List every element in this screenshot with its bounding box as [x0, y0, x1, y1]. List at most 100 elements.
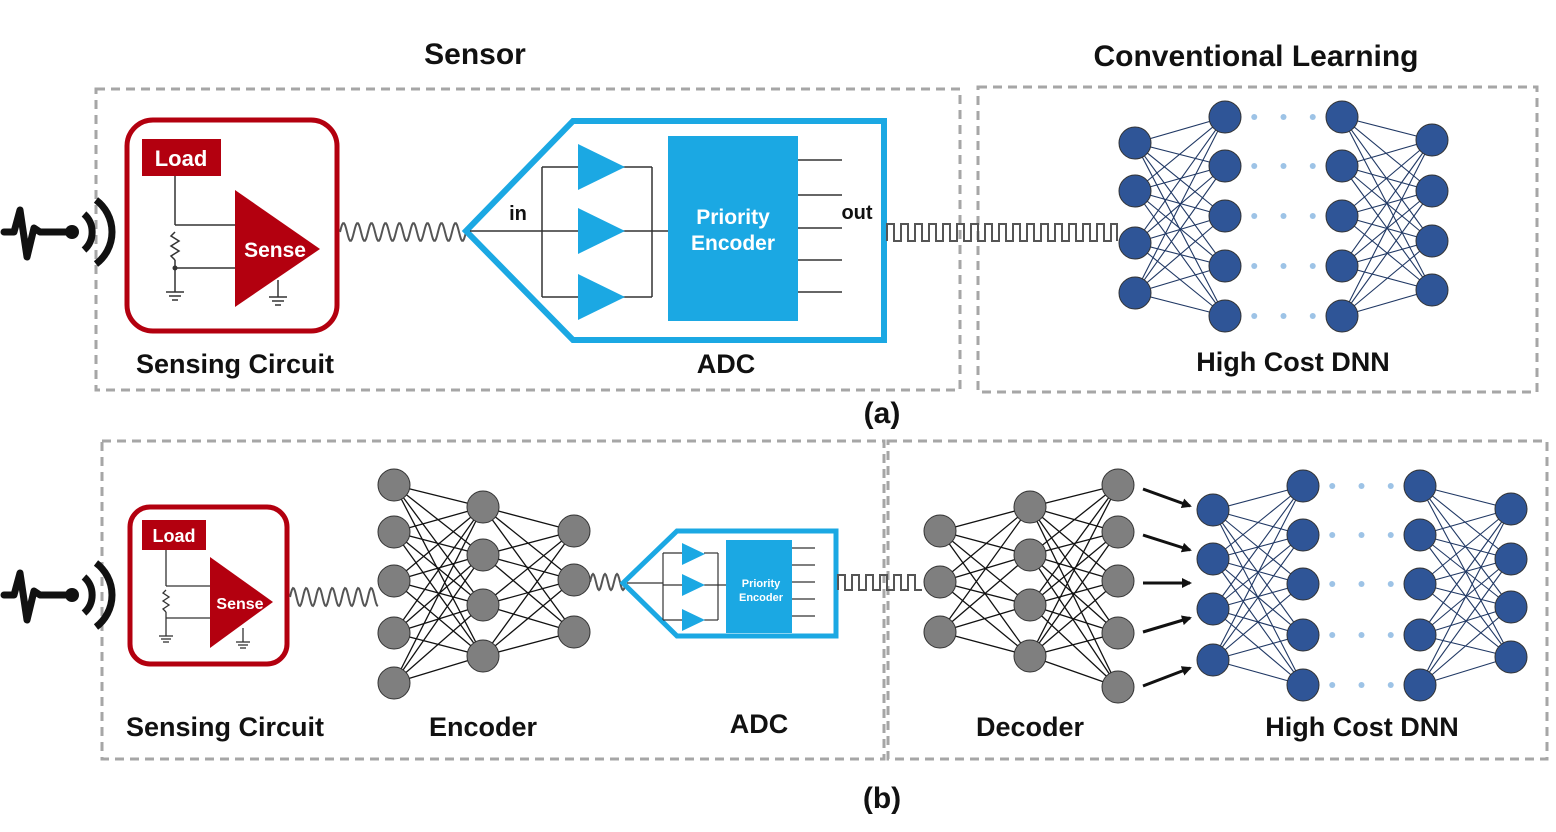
dnn-node [1403, 469, 1437, 503]
dnn-node [1325, 100, 1359, 134]
dnn-node [1208, 199, 1242, 233]
decoder-node [1013, 588, 1047, 622]
dnn-node [1415, 174, 1449, 208]
dnn-node [1118, 226, 1152, 260]
sensing-circuit-label: Sensing Circuit [126, 712, 324, 742]
ellipsis-dot [1309, 313, 1316, 319]
encoder-network [377, 468, 591, 700]
dnn-node [1208, 249, 1242, 283]
ellipsis-dot [1309, 163, 1316, 169]
ellipsis-dot [1387, 483, 1394, 489]
decoder-edge [939, 554, 1031, 633]
encoder-edge [393, 554, 484, 684]
dnn-node [1494, 542, 1528, 576]
sense-wiring [159, 550, 250, 649]
encoder-node [466, 639, 500, 673]
sensor-box [100, 439, 886, 761]
encoder-node [466, 490, 500, 524]
decoder-edge [939, 506, 1031, 583]
ellipsis-dot [1358, 532, 1365, 538]
dnn-node [1196, 493, 1230, 527]
dnn-edge [1341, 240, 1433, 317]
ellipsis-dot [1251, 263, 1258, 269]
priority-encoder-label-2: Encoder [739, 592, 784, 604]
dnn-node [1196, 542, 1230, 576]
dnn-edge [1212, 485, 1304, 610]
decoder-node [1101, 670, 1135, 704]
comparator-3 [578, 274, 625, 320]
ellipsis-dot [1280, 114, 1287, 120]
dnn-node [1415, 224, 1449, 258]
dnn-node [1494, 590, 1528, 624]
adc-wiring [470, 159, 842, 298]
dnn-node [1286, 518, 1320, 552]
adc-label: ADC [697, 349, 756, 379]
ellipsis-dot [1387, 682, 1394, 688]
dnn-node [1286, 668, 1320, 702]
ellipsis-dot [1309, 114, 1316, 120]
panel-b: Load Sense Sensing Circuit Encoder [0, 439, 1549, 815]
dnn-node [1403, 518, 1437, 552]
load-block [142, 520, 206, 550]
adc-block: Priority Encoder in out [461, 118, 887, 343]
priority-encoder-label: Priority [742, 578, 781, 590]
dnn-edge [1134, 165, 1226, 294]
dnn-edge [1341, 116, 1433, 192]
ellipsis-dot [1358, 483, 1365, 489]
encoder-node [466, 538, 500, 572]
sensing-circuit: Load Sense [124, 117, 340, 334]
decoder-node [923, 615, 957, 649]
decoder-node [1101, 564, 1135, 598]
decoder-edge [1029, 484, 1119, 556]
decoder-label: Decoder [976, 712, 1085, 742]
comparator-1 [578, 144, 625, 190]
comparator-1 [682, 543, 705, 565]
ellipsis-dot [1309, 263, 1316, 269]
dnn-node [1325, 149, 1359, 183]
ellipsis-dot [1280, 163, 1287, 169]
encoder-node [557, 563, 591, 597]
dnn-edge [1212, 583, 1304, 661]
dnn-edge [1419, 508, 1512, 686]
encoder-edge [393, 484, 484, 606]
dnn-node [1118, 276, 1152, 310]
ellipsis-dot [1251, 213, 1258, 219]
encoder-node [557, 514, 591, 548]
dnn-edge [1341, 190, 1433, 317]
dnn-node [1415, 123, 1449, 157]
ellipsis-dot [1387, 532, 1394, 538]
load-block [142, 139, 221, 176]
sensing-circuit-label: Sensing Circuit [136, 349, 334, 379]
dnn-edge [1419, 558, 1512, 686]
encoder-node [557, 615, 591, 649]
dnn-edge [1212, 485, 1304, 560]
encoder-edge [393, 604, 484, 684]
dnn-node [1494, 492, 1528, 526]
caption-a: (a) [864, 397, 901, 430]
sense-amplifier [235, 190, 320, 307]
encoder-edge [482, 530, 575, 606]
dnn-node [1403, 668, 1437, 702]
encoder-edge [393, 506, 484, 582]
digital-signal-wave [886, 223, 1118, 242]
dnn-node [1208, 100, 1242, 134]
decoder-node [1101, 468, 1135, 502]
ellipsis-dot [1280, 313, 1287, 319]
decoder-node [923, 565, 957, 599]
decoder-node [1013, 538, 1047, 572]
adc-wiring [627, 547, 815, 621]
conventional-learning-title: Conventional Learning [1093, 40, 1418, 73]
dnn-label: High Cost DNN [1196, 347, 1389, 377]
dnn-edge [1419, 606, 1512, 686]
dnn-node [1494, 640, 1528, 674]
sense-label: Sense [216, 596, 263, 613]
dnn-edge [1419, 508, 1512, 585]
decoder-edge [1029, 531, 1119, 606]
ellipsis-dot [1329, 682, 1336, 688]
encoder-node [466, 588, 500, 622]
dnn-node [1208, 149, 1242, 183]
dnn-node [1286, 618, 1320, 652]
decoder-to-dnn-arrows [1142, 487, 1192, 688]
sensing-circuit: Load Sense [127, 504, 290, 667]
dnn-edge [1134, 190, 1226, 317]
